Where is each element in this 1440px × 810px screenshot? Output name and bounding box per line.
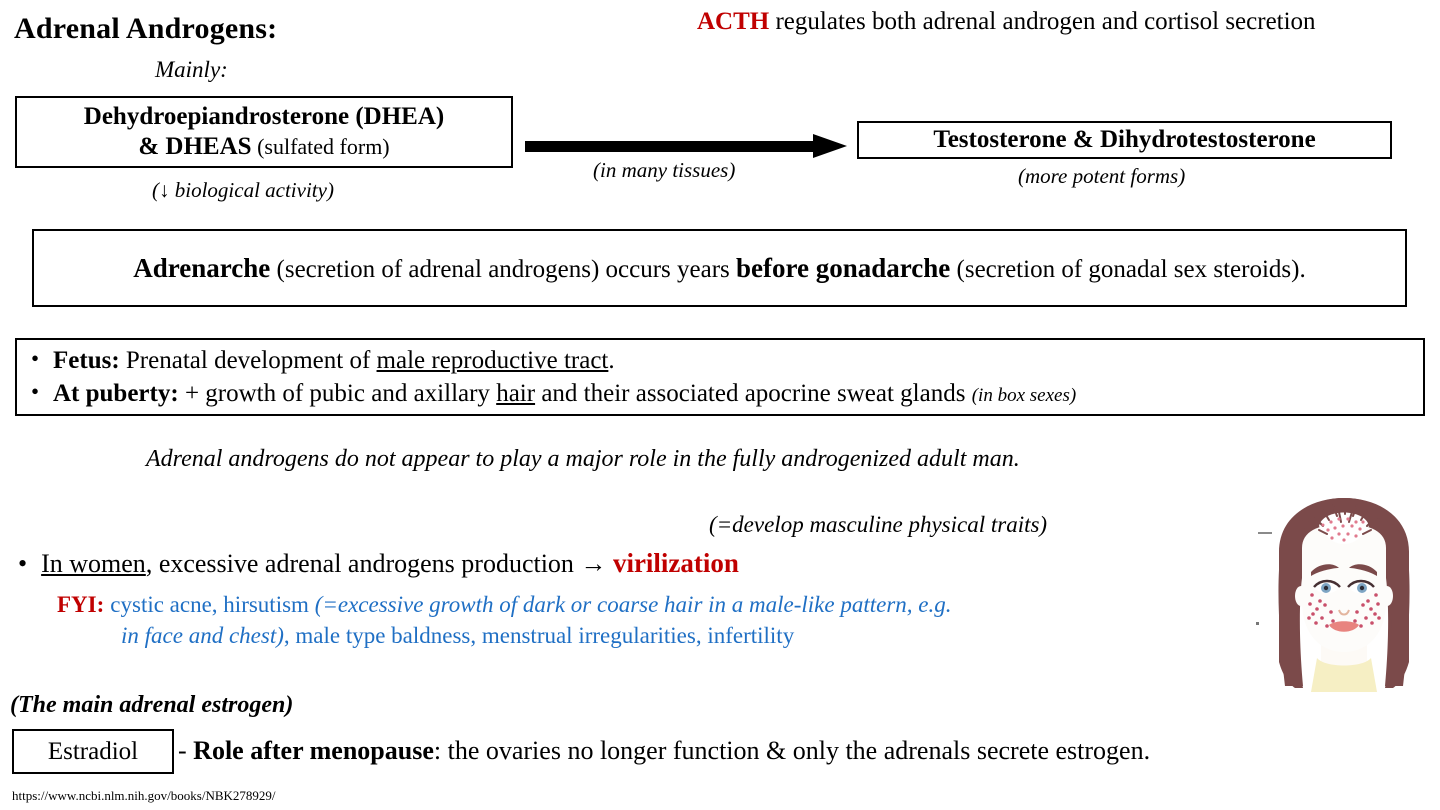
dheas-sulfated-note: (sulfated form) <box>251 134 390 159</box>
conversion-arrow-icon <box>525 134 847 158</box>
menopause-dash: - <box>178 736 194 765</box>
fyi-line2-plain: , male type baldness, menstrual irregula… <box>283 623 795 649</box>
adrenarche-part4: (secretion of gonadal sex steroids). <box>950 255 1306 283</box>
shirt-shape <box>1311 658 1377 692</box>
in-women-underlined: In women <box>41 549 146 578</box>
adult-man-role-note: Adrenal androgens do not appear to play … <box>146 446 1020 472</box>
acne-spots-right <box>1353 593 1381 628</box>
dhea-box-line2: & DHEAS (sulfated form) <box>138 132 389 163</box>
virilization-keyword: virilization <box>612 548 739 578</box>
menopause-rest: : the ovaries no longer function & only … <box>433 736 1151 765</box>
lips-shape <box>1329 621 1359 632</box>
menopause-keyword: Role after menopause <box>193 736 434 765</box>
bullet-label-fetus: Fetus: <box>53 347 120 374</box>
fetus-text-before: Prenatal development of <box>119 347 377 374</box>
arrow-shaft <box>525 141 815 152</box>
dhea-box: Dehydroepiandrosterone (DHEA) & DHEAS (s… <box>15 96 513 168</box>
pupil-left <box>1323 585 1329 591</box>
androgen-effects-list: Fetus: Prenatal development of male repr… <box>31 344 1417 410</box>
fyi-label: FYI: <box>57 592 105 617</box>
menopause-role-line: - Role after menopause: the ovaries no l… <box>178 736 1150 766</box>
acth-rest-text: regulates both adrenal androgen and cort… <box>769 8 1316 35</box>
acth-regulation-note: ACTH regulates both adrenal androgen and… <box>697 8 1316 36</box>
adrenarche-part2: (secretion of adrenal androgens) occurs … <box>270 255 737 283</box>
puberty-trailing-note: (in box sexes) <box>971 385 1077 406</box>
women-virilization-bullet: • In women, excessive adrenal androgens p… <box>18 548 739 579</box>
eyelash-left <box>1313 579 1341 588</box>
eyebrow-right <box>1349 564 1377 576</box>
puberty-text-before: + growth of pubic and axillary <box>178 380 497 407</box>
list-item: At puberty: + growth of pubic and axilla… <box>31 377 1417 410</box>
dhea-box-line1: Dehydroepiandrosterone (DHEA) <box>83 102 445 130</box>
main-adrenal-estrogen-note: (The main adrenal estrogen) <box>10 692 294 718</box>
androgen-effects-box: Fetus: Prenatal development of male repr… <box>15 338 1425 416</box>
fetus-underlined-term: male reproductive tract <box>376 347 609 374</box>
mainly-label: Mainly: <box>155 57 228 82</box>
estradiol-box: Estradiol <box>12 729 174 774</box>
adrenarche-text: Adrenarche (secretion of adrenal androge… <box>133 251 1305 286</box>
arrow-head <box>813 134 847 158</box>
bullet-label-puberty: At puberty: <box>53 380 179 407</box>
virilization-definition: (=develop masculine physical traits) <box>709 512 1048 537</box>
list-item: Fetus: Prenatal development of male repr… <box>31 344 1417 377</box>
face-shape <box>1302 524 1386 652</box>
testosterone-potency-note: (more potent forms) <box>1018 164 1186 188</box>
ear-right <box>1381 586 1393 606</box>
page-title: Adrenal Androgens: <box>14 12 278 45</box>
acne-spots-left <box>1307 593 1335 628</box>
eyelash-right <box>1347 579 1375 588</box>
bullet-dot-icon: • <box>18 549 28 578</box>
eyebrow-left <box>1311 564 1339 576</box>
puberty-text-after: and their associated apocrine sweat glan… <box>535 380 972 407</box>
fyi-line1-plain: cystic acne, hirsutism <box>110 592 315 617</box>
fetus-text-after: . <box>608 347 615 374</box>
hair-front-left <box>1279 518 1311 572</box>
puberty-underlined-term: hair <box>496 380 536 407</box>
nose-shape <box>1338 609 1350 616</box>
testosterone-box: Testosterone & Dihydrotestosterone <box>857 121 1392 159</box>
adrenarche-keyword: Adrenarche <box>133 252 271 283</box>
dheas-label: & DHEAS <box>138 133 252 160</box>
scalp-spots <box>1321 517 1365 542</box>
woman-face-virilization-illustration <box>1253 492 1435 692</box>
fyi-second-line: in face and chest), male type baldness, … <box>57 621 1257 650</box>
fyi-block: FYI:cystic acne, hirsutism (=excessive g… <box>57 590 1257 651</box>
gonadarche-keyword: before gonadarche <box>736 252 951 283</box>
decorative-dot-icon <box>1256 622 1259 625</box>
source-url[interactable]: https://www.ncbi.nlm.nih.gov/books/NBK27… <box>12 788 276 803</box>
adrenarche-box: Adrenarche (secretion of adrenal androge… <box>32 229 1407 307</box>
ear-left <box>1295 586 1307 606</box>
virilization-sentence: , excessive adrenal androgens production… <box>145 549 613 578</box>
decorative-tick-icon <box>1258 532 1272 534</box>
dhea-activity-note: (↓ biological activity) <box>152 178 334 202</box>
arrow-tissue-note: (in many tissues) <box>593 158 736 182</box>
estradiol-label: Estradiol <box>47 737 139 765</box>
fyi-line1-italic: (=excessive growth of dark or coarse hai… <box>314 592 952 617</box>
testosterone-box-label: Testosterone & Dihydrotestosterone <box>933 126 1316 153</box>
hair-front-right <box>1377 518 1409 572</box>
pupil-right <box>1359 585 1365 591</box>
fyi-line2-italic: in face and chest) <box>121 623 284 649</box>
acth-keyword: ACTH <box>697 8 770 35</box>
fyi-line: FYI:cystic acne, hirsutism (=excessive g… <box>57 590 1257 619</box>
